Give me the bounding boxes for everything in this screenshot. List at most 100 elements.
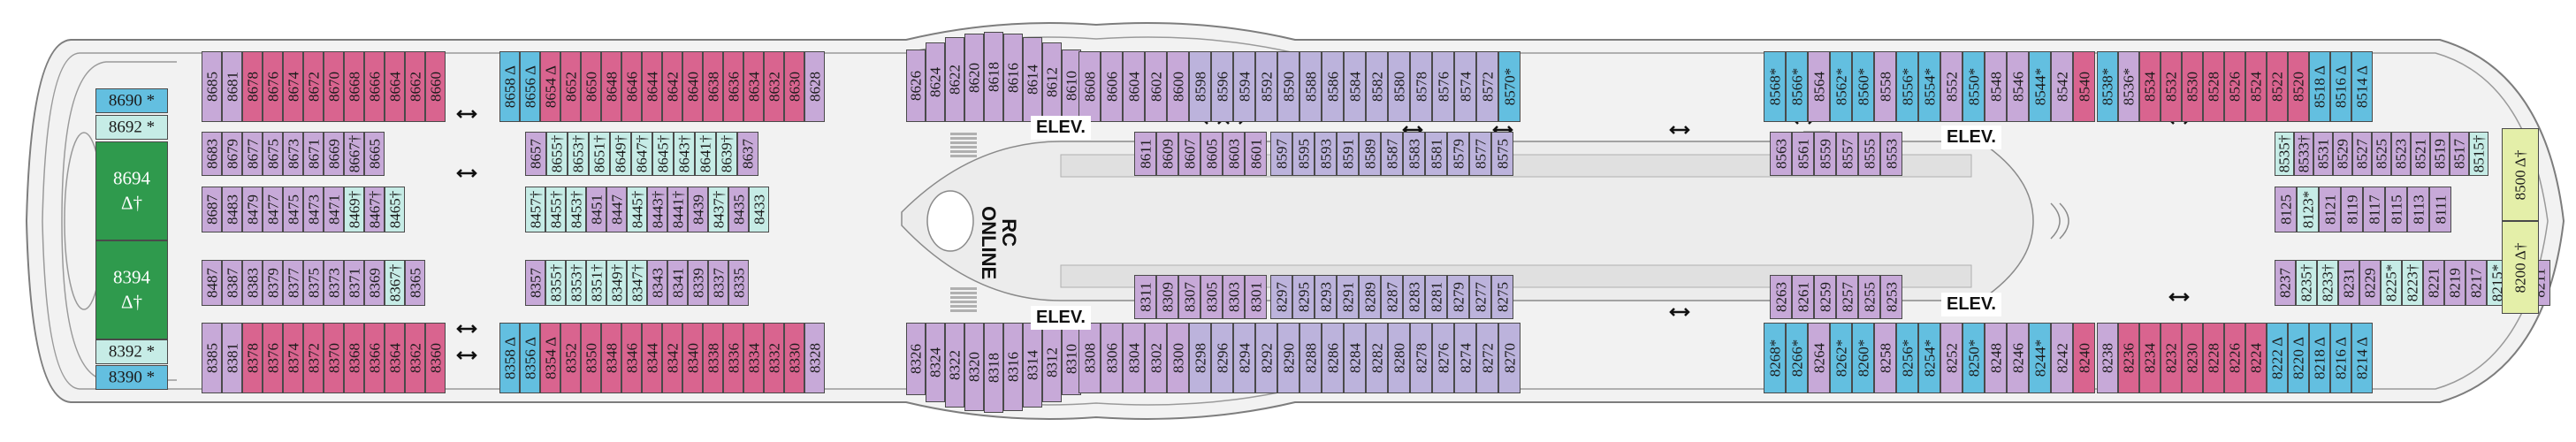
cabin-a1-50[interactable]: 8582: [1366, 51, 1388, 122]
cabin-b3-68[interactable]: 8246: [2007, 323, 2029, 393]
cabin-a1-46[interactable]: 8590: [1277, 51, 1299, 122]
cabin-aft-small-1[interactable]: 8692 *: [95, 115, 168, 140]
cabin-aft-small-0[interactable]: 8690 *: [95, 88, 168, 113]
cabin-a2-33[interactable]: 8581: [1425, 132, 1447, 176]
cabin-a2-19[interactable]: 8637: [737, 132, 758, 176]
cabin-b3-42[interactable]: 8298: [1189, 323, 1211, 393]
cabin-a2-16[interactable]: 8643†: [674, 132, 695, 176]
cabin-b3-4[interactable]: 8374: [283, 323, 303, 393]
cabin-b3-34[interactable]: 8314: [1023, 323, 1042, 408]
cabin-a2-50[interactable]: 8521: [2411, 132, 2430, 176]
cabin-b2-9[interactable]: 8291: [1337, 275, 1359, 319]
cabin-a1-24[interactable]: 8634: [743, 51, 764, 122]
cabin-a1-55[interactable]: 8572: [1476, 51, 1498, 122]
cabin-a2-39[interactable]: 8559: [1814, 132, 1836, 176]
cabin-a1-62[interactable]: 8558: [1874, 51, 1896, 122]
cabin-b2-12[interactable]: 8283: [1403, 275, 1425, 319]
cabin-b3-31[interactable]: 8320: [964, 323, 984, 411]
cabin-a1-30[interactable]: 8622: [945, 37, 964, 122]
cabin-b3-14[interactable]: 8354 Δ: [540, 323, 560, 393]
cabin-b3-71[interactable]: 8240: [2073, 323, 2095, 393]
cabin-b3-51[interactable]: 8280: [1388, 323, 1410, 393]
cabin-b2-16[interactable]: 8275: [1491, 275, 1513, 319]
cabin-a3-10[interactable]: 8457†: [525, 187, 545, 232]
cabin-b1-6[interactable]: 8373: [324, 260, 344, 306]
cabin-a1-15[interactable]: 8652: [560, 51, 581, 122]
cabin-b3-15[interactable]: 8352: [560, 323, 581, 393]
cabin-b2-11[interactable]: 8287: [1381, 275, 1403, 319]
cabin-a2-37[interactable]: 8563: [1770, 132, 1792, 176]
cabin-b1-3[interactable]: 8379: [263, 260, 283, 306]
cabin-a1-8[interactable]: 8666: [364, 51, 385, 122]
cabin-b3-47[interactable]: 8288: [1299, 323, 1322, 393]
cabin-a1-0[interactable]: 8685: [202, 51, 222, 122]
cabin-a1-16[interactable]: 8650: [581, 51, 601, 122]
cabin-a1-73[interactable]: 8536*: [2118, 51, 2139, 122]
cabin-a1-22[interactable]: 8638: [703, 51, 723, 122]
cabin-b3-19[interactable]: 8344: [642, 323, 662, 393]
cabin-a1-70[interactable]: 8542: [2051, 51, 2073, 122]
cabin-b3-72[interactable]: 8238: [2097, 323, 2118, 393]
cabin-a2-14[interactable]: 8647†: [631, 132, 652, 176]
cabin-b3-77[interactable]: 8228: [2203, 323, 2224, 393]
cabin-b3-35[interactable]: 8312: [1042, 323, 1062, 402]
cabin-a1-18[interactable]: 8646: [621, 51, 642, 122]
cabin-b1-30[interactable]: 8219: [2444, 260, 2465, 306]
cabin-a1-41[interactable]: 8600: [1167, 51, 1189, 122]
cabin-b1-8[interactable]: 8369: [364, 260, 385, 306]
cabin-a3-0[interactable]: 8687: [202, 187, 222, 232]
cabin-b3-17[interactable]: 8348: [601, 323, 621, 393]
cabin-a2-32[interactable]: 8583: [1403, 132, 1425, 176]
cabin-a1-78[interactable]: 8526: [2224, 51, 2245, 122]
cabin-b3-75[interactable]: 8232: [2161, 323, 2182, 393]
cabin-b3-40[interactable]: 8302: [1145, 323, 1167, 393]
cabin-a3-16[interactable]: 8443†: [647, 187, 667, 232]
cabin-a1-28[interactable]: 8626: [906, 50, 926, 122]
cabin-b3-50[interactable]: 8282: [1366, 323, 1388, 393]
cabin-a1-12[interactable]: 8658 Δ: [499, 51, 520, 122]
cabin-b2-8[interactable]: 8293: [1315, 275, 1337, 319]
cabin-b3-22[interactable]: 8338: [703, 323, 723, 393]
cabin-a1-1[interactable]: 8681: [222, 51, 242, 122]
cabin-a1-20[interactable]: 8642: [662, 51, 682, 122]
cabin-a1-13[interactable]: 8656 Δ: [520, 51, 540, 122]
cabin-a2-43[interactable]: 8535†: [2275, 132, 2294, 176]
cabin-a1-37[interactable]: 8608: [1078, 51, 1101, 122]
cabin-a2-17[interactable]: 8641†: [695, 132, 716, 176]
cabin-b3-9[interactable]: 8364: [385, 323, 405, 393]
cabin-a2-36[interactable]: 8575: [1491, 132, 1513, 176]
cabin-b1-17[interactable]: 8343: [647, 260, 667, 306]
cabin-b3-44[interactable]: 8294: [1233, 323, 1255, 393]
cabin-b3-39[interactable]: 8304: [1123, 323, 1145, 393]
cabin-b3-57[interactable]: 8268*: [1764, 323, 1786, 393]
cabin-b3-25[interactable]: 8332: [764, 323, 784, 393]
cabin-b3-23[interactable]: 8336: [723, 323, 743, 393]
cabin-a2-4[interactable]: 8673: [283, 132, 303, 176]
cabin-a1-54[interactable]: 8574: [1454, 51, 1476, 122]
cabin-b3-0[interactable]: 8385: [202, 323, 222, 393]
cabin-a2-52[interactable]: 8517: [2450, 132, 2469, 176]
cabin-b3-74[interactable]: 8234: [2139, 323, 2161, 393]
cabin-a1-66[interactable]: 8550*: [1962, 51, 1985, 122]
cabin-b1-29[interactable]: 8221: [2423, 260, 2444, 306]
cabin-a1-3[interactable]: 8676: [263, 51, 283, 122]
cabin-b3-62[interactable]: 8258: [1874, 323, 1896, 393]
cabin-a2-21[interactable]: 8609: [1156, 132, 1178, 176]
cabin-b2-14[interactable]: 8279: [1447, 275, 1469, 319]
cabin-a1-57[interactable]: 8568*: [1764, 51, 1786, 122]
cabin-b3-69[interactable]: 8244*: [2029, 323, 2051, 393]
cabin-b1-26[interactable]: 8229: [2359, 260, 2381, 306]
cabin-a3-9[interactable]: 8465†: [385, 187, 405, 232]
cabin-a2-49[interactable]: 8523: [2391, 132, 2411, 176]
cabin-b3-78[interactable]: 8226: [2224, 323, 2245, 393]
cabin-b3-21[interactable]: 8340: [682, 323, 703, 393]
cabin-a3-4[interactable]: 8475: [283, 187, 303, 232]
cabin-aft-small-2[interactable]: 8392 *: [95, 339, 168, 364]
cabin-b1-0[interactable]: 8487: [202, 260, 222, 306]
cabin-b1-18[interactable]: 8341: [667, 260, 688, 306]
cabin-a1-60[interactable]: 8562*: [1830, 51, 1852, 122]
cabin-b3-1[interactable]: 8381: [222, 323, 242, 393]
cabin-b3-10[interactable]: 8362: [405, 323, 425, 393]
cabin-a2-9[interactable]: 8657: [525, 132, 546, 176]
cabin-a1-52[interactable]: 8578: [1410, 51, 1432, 122]
